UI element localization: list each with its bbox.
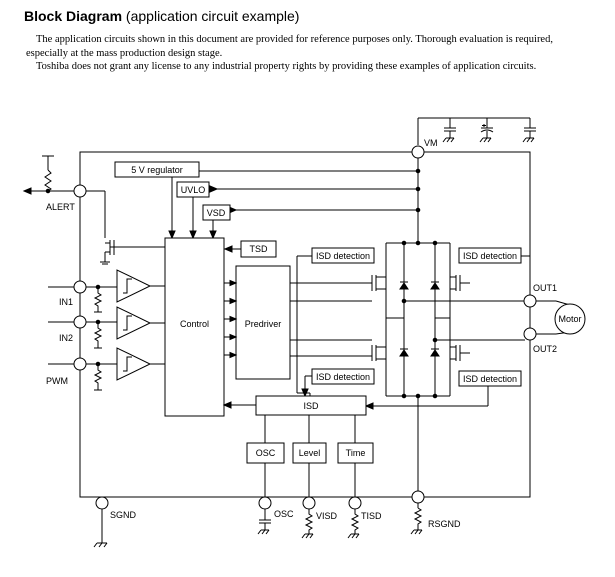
tisd-pin-label: TISD [361, 511, 382, 521]
visd-pin-terminal [302, 496, 316, 510]
tisd-pin-terminal [348, 496, 362, 510]
title-bold: Block Diagram [24, 8, 123, 24]
osc-pin-label: OSC [274, 509, 294, 519]
paragraph-1-text: The application circuits shown in this d… [26, 34, 553, 59]
status-connections [168, 177, 217, 240]
in1-pin-terminal [73, 280, 87, 294]
in1-pin-label: IN1 [59, 297, 73, 307]
in2-pin-label: IN2 [59, 333, 73, 343]
paragraph-2-text: Toshiba does not grant any license to an… [36, 61, 537, 72]
control-label: Control [180, 319, 209, 329]
vm-bus [185, 158, 421, 243]
isd-detection-top-left-label: ISD detection [316, 251, 370, 261]
regulator-block [114, 161, 200, 178]
input-circuits [48, 269, 165, 391]
tsd-label: TSD [250, 244, 269, 254]
level-block-label: Level [299, 448, 321, 458]
motor-label: Motor [558, 314, 581, 324]
predriver-label: Predriver [245, 319, 282, 329]
isd-detection-routing [296, 255, 530, 410]
isd-detection-bottom-left-label: ISD detection [316, 372, 370, 382]
external-ground-components [93, 503, 423, 548]
supply-capacitors [417, 117, 536, 145]
rsgnd-pin-terminal [411, 490, 425, 504]
pwm-pin-label: PWM [46, 376, 68, 386]
out2-pin-label: OUT2 [533, 344, 557, 354]
out2-pin-terminal [523, 327, 537, 341]
motor-symbol [554, 303, 586, 335]
alert-pin-terminal [73, 184, 87, 198]
vsd-block [202, 204, 231, 221]
vm-pin-terminal [411, 145, 425, 159]
sgnd-pin-terminal [95, 496, 109, 510]
sgnd-pin-label: SGND [110, 510, 137, 520]
bottom-block-connections [264, 415, 356, 497]
time-block-label: Time [346, 448, 366, 458]
control-to-predriver-arrows [224, 279, 238, 359]
title-rest: (application circuit example) [122, 8, 300, 24]
isd-detection-bottom-right [458, 370, 522, 387]
disclaimer-paragraph-1: The application circuits shown in this d… [26, 33, 586, 60]
control-block [164, 237, 225, 417]
out1-pin-terminal [523, 294, 537, 308]
vsd-label: VSD [207, 208, 226, 218]
isd-detection-top-right-label: ISD detection [463, 251, 517, 261]
visd-pin-label: VISD [316, 511, 338, 521]
predriver-block [235, 265, 291, 380]
osc-block-label: OSC [256, 448, 276, 458]
rsgnd-pin-label: RSGND [428, 519, 461, 529]
alert-circuit [22, 155, 165, 265]
pwm-pin-terminal [73, 357, 87, 371]
isd-detection-bottom-right-label: ISD detection [463, 374, 517, 384]
disclaimer-paragraph-2: Toshiba does not grant any license to an… [26, 60, 586, 74]
isd-label: ISD [303, 401, 319, 411]
alert-pin-label: ALERT [46, 202, 75, 212]
in2-pin-terminal [73, 315, 87, 329]
vm-pin-label: VM [424, 138, 438, 148]
regulator-label: 5 V regulator [131, 165, 183, 175]
osc-pin-terminal [258, 496, 272, 510]
h-bridge [371, 240, 525, 497]
out1-pin-label: OUT1 [533, 283, 557, 293]
uvlo-label: UVLO [181, 185, 206, 195]
page-title: Block Diagram (application circuit examp… [24, 8, 299, 24]
gate-drive-lines [290, 282, 372, 357]
